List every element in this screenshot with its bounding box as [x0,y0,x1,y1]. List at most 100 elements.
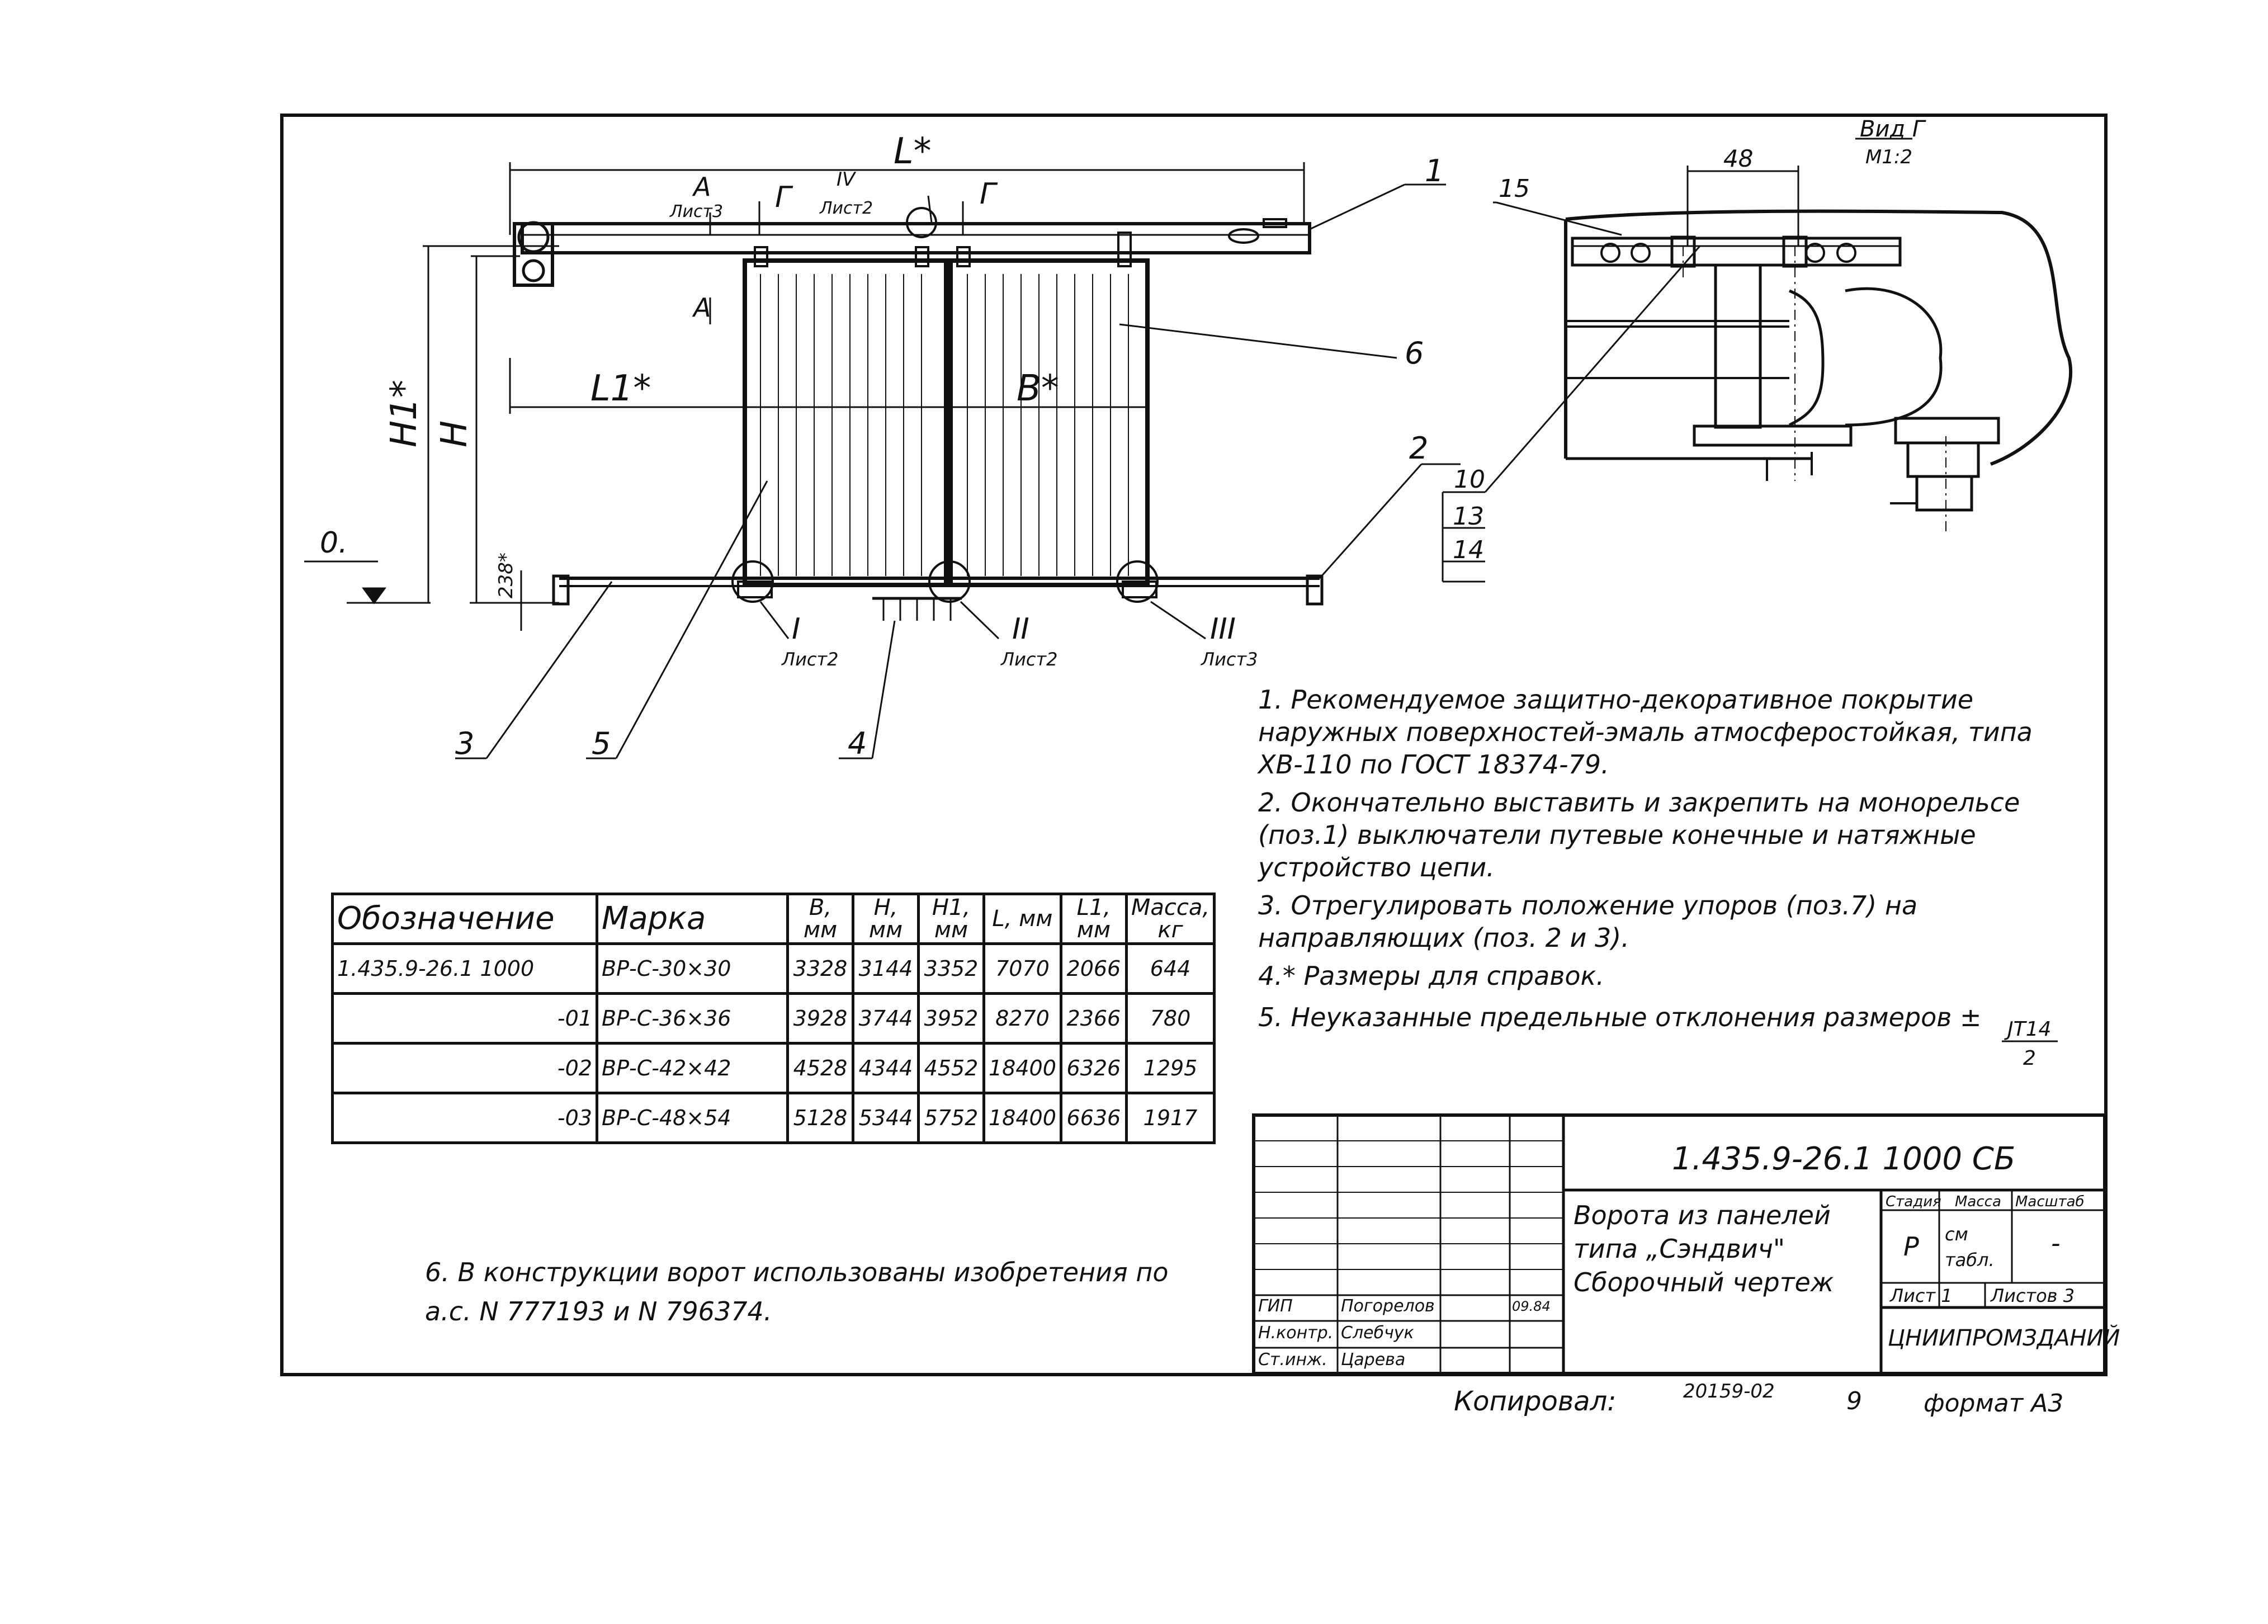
table-row: -02 ВР-С-42×42 4528 4344 4552 18400 6326… [331,1042,1216,1094]
title-line-3: Сборочный чертеж [1574,1267,1834,1297]
gate-elevation-view [304,162,1461,759]
cell-l: 18400 [982,1042,1062,1094]
col-b: B, мм [786,893,854,945]
col-l: L, мм [982,893,1062,945]
cell-l1: 2066 [1059,942,1128,995]
cell-mass: 644 [1124,942,1216,995]
signer-name: Погорелов [1341,1296,1435,1316]
node-i-label: I [792,612,800,646]
detail-dim-48: 48 [1723,145,1753,172]
signer-name: Царева [1341,1350,1406,1370]
position-3: 3 [455,726,474,761]
cell-designation: -02 [331,1042,598,1094]
spec-table: Обозначение Марка B, мм H, мм H1, мм L, … [331,893,1216,1144]
col-h: H, мм [852,893,920,945]
cell-l: 8270 [982,992,1062,1045]
section-a-top: А [692,172,711,202]
col-designation: Обозначение [331,893,598,945]
sheet-number: Лист 1 [1890,1285,1953,1306]
stage-header: Стадия [1886,1193,1941,1210]
col-brand: Марка [596,893,789,945]
note-4: 4.* Размеры для справок. [1258,961,1604,991]
designation: 1.435.9-26.1 1000 СБ [1672,1141,2016,1177]
tolerance-numerator: JT14 [2004,1018,2051,1041]
note-2: 2. Окончательно выставить и закрепить на… [1258,787,2020,882]
spec-table-header: Обозначение Марка B, мм H, мм H1, мм L, … [331,893,1216,945]
sheet-count: Листов 3 [1991,1285,2075,1306]
cell-mass: 1295 [1124,1042,1216,1094]
cell-h: 3744 [852,992,920,1045]
title-line-2: типа „Сэндвич" [1574,1234,1785,1264]
detail-view-g [1442,138,2073,583]
node-iii-sheet: Лист3 [1201,649,1258,670]
cell-h1: 5752 [917,1092,985,1144]
cell-mass: 780 [1124,992,1216,1045]
cell-brand: ВР-С-36×36 [596,992,789,1045]
dimension-lines [304,162,1305,631]
cell-brand: ВР-С-48×54 [596,1092,789,1144]
node-iii-label: III [1210,612,1236,646]
node-ii-circle [928,560,971,603]
node-iv-sheet: Лист2 [819,199,873,218]
note-1: 1. Рекомендуемое защитно-декоративное по… [1258,684,2033,780]
cell-brand: ВР-С-30×30 [596,942,789,995]
cell-b: 4528 [786,1042,854,1094]
section-g-right: Г [980,177,998,211]
position-15: 15 [1499,174,1530,203]
dim-l1-star: L1* [590,368,651,409]
signer-role: Н.контр. [1258,1323,1334,1343]
gate-leaf-left [743,246,948,587]
dim-h: H [434,421,475,447]
note-6: 6. В конструкции ворот использованы изоб… [425,1257,1169,1326]
cell-mass: 1917 [1124,1092,1216,1144]
signer-role: ГИП [1258,1296,1293,1316]
title-line-1: Ворота из панелей [1574,1200,1831,1230]
dim-l-star: L* [894,131,932,172]
stage-value: Р [1903,1231,1919,1262]
callout-labels: L* L1* B* H1* H 238* 0. А Лист3 А Г Г IV… [320,116,1926,761]
cell-l: 7070 [982,942,1062,995]
page-number: 9 [1846,1387,1862,1415]
dim-238: 238* [495,553,517,598]
cell-designation: -01 [331,992,598,1045]
position-5: 5 [592,726,611,761]
note-3: 3. Отрегулировать положение упоров (поз.… [1258,890,1918,953]
title-block-grid [1252,1113,2106,1375]
mass-header: Масса [1955,1193,2001,1210]
node-iv-circle [906,207,937,238]
cell-b: 3928 [786,992,854,1045]
tolerance-fraction: JT14 2 [2002,1018,2058,1070]
table-row: -01 ВР-С-36×36 3928 3744 3952 8270 2366 … [331,992,1216,1045]
signer-role: Ст.инж. [1258,1350,1327,1370]
cell-designation: -03 [331,1092,598,1144]
dim-h1-star: H1* [384,380,425,447]
position-14: 14 [1453,536,1484,564]
cell-b: 5128 [786,1092,854,1144]
general-notes: 1. Рекомендуемое защитно-декоративное по… [1258,683,2097,1033]
mass-value: см табл. [1945,1224,1995,1271]
organization: ЦНИИПРОМЗДАНИЙ [1888,1325,2120,1351]
position-2: 2 [1409,431,1428,466]
node-i-sheet: Лист2 [781,649,838,670]
leader-lines [455,183,1461,759]
section-g-left: Г [775,181,793,214]
note-5: 5. Неуказанные предельные отклонения раз… [1258,1002,1982,1032]
position-4: 4 [848,726,867,761]
position-13: 13 [1453,502,1484,531]
table-row: 1.435.9-26.1 1000 ВР-С-30×30 3328 3144 3… [331,942,1216,995]
drawing-frame [280,114,2108,1376]
cell-h1: 3952 [917,992,985,1045]
section-a-sheet: Лист3 [669,202,723,221]
cell-l: 18400 [982,1092,1062,1144]
node-ii-label: II [1012,612,1029,646]
dim-b-star: B* [1017,368,1059,409]
cell-h: 4344 [852,1042,920,1094]
tolerance-denominator: 2 [2023,1047,2036,1070]
col-h1: H1, мм [917,893,985,945]
cell-brand: ВР-С-42×42 [596,1042,789,1094]
cell-l1: 6636 [1059,1092,1128,1144]
cell-l1: 6326 [1059,1042,1128,1094]
cell-h: 3144 [852,942,920,995]
zero-mark: 0. [320,526,348,560]
